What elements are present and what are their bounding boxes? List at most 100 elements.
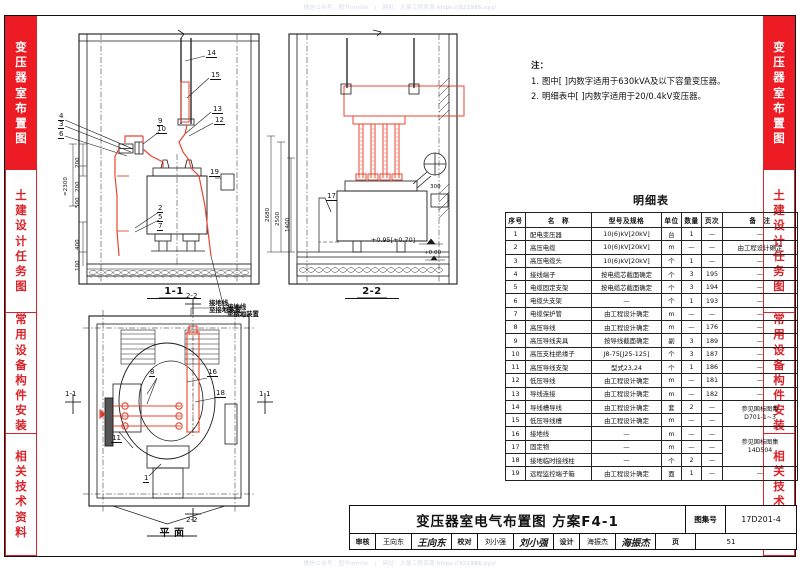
note-item-1: 1. 图中[ ]内数字适用于630kVA及以下容量变压器。	[531, 75, 781, 88]
bom-cell-index: 12	[505, 373, 526, 388]
bom-cell-index: 14	[505, 399, 526, 415]
dimension-300: 300	[430, 184, 441, 190]
bom-cell-name: 电缆固定支架	[525, 280, 592, 295]
bom-col-unit: 单位	[661, 212, 682, 228]
tab-char: 备	[15, 357, 27, 372]
caption-2-2-text: 2-2	[345, 286, 399, 299]
watermark-bottom: 微信公众号：图书mmfw | 网址：大量工程资源 https://321986.…	[0, 557, 800, 571]
bom-cell-qty: 3	[681, 280, 702, 295]
bom-cell-unit: m	[661, 240, 682, 255]
callout-9: 9	[157, 117, 164, 126]
tab-char: 安	[15, 403, 27, 418]
tab-char: 常	[15, 312, 27, 327]
dimension-2300: ≈2300	[63, 177, 69, 196]
bom-cell-remark: —	[722, 226, 798, 242]
bom-col-index: 序号	[505, 212, 526, 228]
bom-cell-unit: 台	[661, 226, 682, 242]
bom-cell-name: 固定物	[525, 439, 592, 455]
left-tab-column: 变 压 器 室 布 置 图 土 建 设 计 任 务 图 常 用 设 备	[5, 16, 37, 556]
bom-cell-index: 6	[505, 293, 526, 308]
bom-cell-name: 配电变压器	[525, 226, 592, 242]
bom-cell-index: 9	[505, 333, 526, 348]
tab-char: 压	[15, 55, 27, 70]
title-block-signature-row: 审核 王向东 王向东 校对 刘小强 刘小强 设计 海振杰 海振杰 页 51	[350, 534, 796, 549]
tab-char: 变	[15, 40, 27, 55]
bom-cell-index: 19	[505, 466, 526, 481]
caption-1-1-text: 1-1	[147, 286, 201, 299]
bom-cell-unit: m	[661, 413, 682, 428]
callout-13: 13	[212, 105, 223, 114]
tab-char: 建	[773, 203, 785, 218]
bom-cell-page: —	[701, 253, 723, 268]
bom-remark-line: 参见国标图集	[741, 405, 779, 413]
bom-cell-page: 189	[701, 333, 723, 348]
review-person-name: 王向东	[376, 534, 412, 549]
tab-char: 压	[773, 55, 785, 70]
bom-cell-name: 远程监控端子箱	[525, 466, 592, 481]
tab-char: 布	[773, 100, 785, 115]
ground-note-section11: 接地线 至接地装置	[227, 303, 259, 319]
callout-14: 14	[206, 49, 217, 58]
callout-11: 11	[111, 434, 122, 443]
bom-cell-spec: 由工程设计确定	[591, 373, 662, 388]
watermark-separator: |	[374, 561, 377, 567]
sidebar-tab-common-equipment-install[interactable]: 常 用 设 备 构 件 安 装	[6, 312, 36, 434]
dimension-500-a: 500	[75, 197, 81, 208]
bom-cell-name: 高压导线	[525, 320, 592, 335]
watermark-right-text: 网址：大量工程资源	[382, 5, 435, 11]
drawing-frame: 变 压 器 室 布 置 图 土 建 设 计 任 务 图 常 用 设 备	[4, 15, 798, 557]
bill-of-materials: 明细表 序号 名 称 型号及规格 单位 数量 页次	[505, 192, 798, 481]
bom-cell-index: 10	[505, 346, 526, 361]
callout-10: 10	[156, 125, 167, 134]
sidebar-tab-transformer-room-layout[interactable]: 变 压 器 室 布 置 图	[6, 17, 36, 171]
note-2-number: 2.	[531, 90, 539, 101]
bom-cell-unit: m	[661, 306, 682, 322]
bom-cell-index: 11	[505, 359, 526, 375]
bom-cell-page: 187	[701, 346, 723, 361]
bom-cell-unit: 个	[661, 253, 682, 268]
watermark-left-text: 微信公众号：图书mmfw	[303, 561, 369, 567]
bom-cell-page: 194	[701, 280, 723, 295]
bom-cell-spec: —	[591, 426, 662, 441]
dimension-200-a: 200	[75, 157, 81, 168]
bom-cell-unit: m	[661, 426, 682, 441]
sidebar-tab-civil-design-task[interactable]: 土 建 设 计 任 务 图	[6, 170, 36, 313]
bom-cell-page: —	[701, 399, 723, 415]
bom-cell-name: 高压电缆	[525, 240, 592, 255]
bom-cell-index: 4	[505, 266, 526, 282]
tab-char: 技	[773, 479, 785, 494]
sidebar-tab-transformer-room-layout-right[interactable]: 变 压 器 室 布 置 图	[764, 17, 794, 171]
ground-note-plan-line1: 接地线	[209, 299, 229, 307]
elevation-plus-0-95: +0.95[+0.70]	[371, 236, 416, 244]
bom-cell-unit: 面	[661, 466, 682, 481]
tab-char: 置	[15, 115, 27, 130]
elevation-plus-0-00: +0.00	[424, 250, 442, 256]
bom-cell-index: 2	[505, 240, 526, 255]
sidebar-tab-related-technical-data[interactable]: 相 关 技 术 资 料	[6, 433, 36, 555]
bom-cell-page: —	[701, 413, 723, 428]
bom-cell-spec: 由工程设计确定	[591, 466, 662, 481]
bom-cell-unit: 个	[661, 453, 682, 468]
bom-cell-spec: 按导线截面确定	[591, 333, 662, 348]
bom-col-page: 页次	[701, 212, 723, 228]
designer-signature: 海振杰	[616, 534, 656, 549]
engineering-drawing-vector	[64, 29, 465, 537]
callout-16: 16	[207, 368, 218, 377]
title-block: 变压器室电气布置图 方案F4-1 图集号 17D201-4 审核 王向东 王向东…	[349, 505, 797, 550]
bom-cell-page: 193	[701, 293, 723, 308]
tab-char: 构	[15, 372, 27, 387]
tab-char: 件	[15, 388, 27, 403]
bom-cell-qty: 1	[681, 466, 702, 481]
bom-cell-spec: 型式23,24	[591, 359, 662, 375]
dimension-2680: 2680	[265, 207, 271, 222]
section-mark-1-1-left: 1-1	[65, 390, 77, 398]
bom-cell-name: 电缆保护管	[525, 306, 592, 322]
tab-char: 术	[15, 494, 27, 509]
atlas-number-label: 图集号	[686, 506, 726, 533]
bom-cell-remark: —	[722, 333, 798, 348]
bom-cell-qty: —	[681, 306, 702, 322]
dimension-2500: 2500	[275, 211, 281, 226]
